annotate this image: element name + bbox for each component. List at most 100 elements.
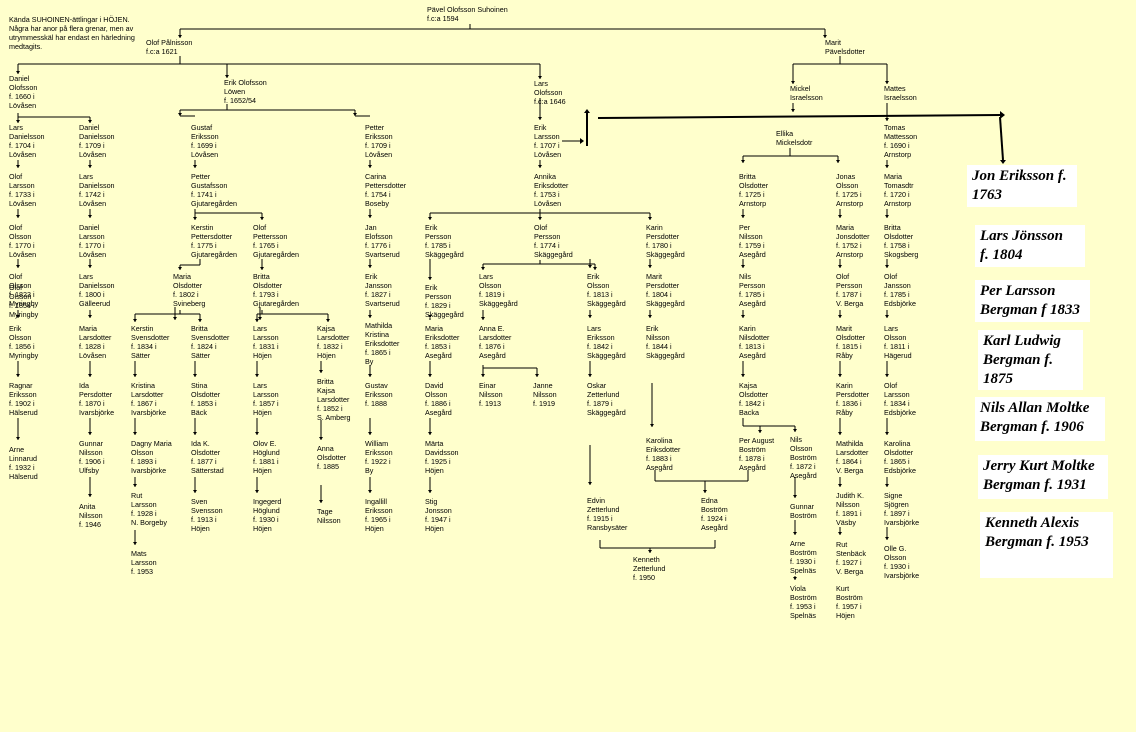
connector-arrow [88,432,92,435]
bergman-lars-jon: Lars Jönsson f. 1804 [980,228,1063,263]
person-erik-ols1813: Erik Olsson f. 1813 i Skäggegård [587,272,626,308]
person-kurt: Kurt Boström f. 1957 i Höjen [836,584,863,620]
connector-arrow [885,315,889,318]
bergman-jon: Jon Eriksson f. 1763 [972,168,1067,203]
connector-arrow [16,215,20,218]
person-per-august: Per August Boström f. 1878 i Asegård [739,436,775,472]
person-britta-sven: Britta Svensdotter f. 1824 i Sätter [191,324,230,360]
person-jan-elof: Jan Elofsson f. 1776 i Svartserud [365,223,400,259]
person-ellika: Ellika Mickelsdotr [776,129,813,147]
person-kajsa-lars1832: Kajsa Larsdotter f. 1832 i Höjen [317,324,350,360]
person-lars-lar1857: Lars Larsson f. 1857 i Höjen [253,381,279,417]
person-britta-ols1793: Britta Olsdotter f. 1793 i Gjutaregården [253,272,299,308]
connector-arrow [428,432,432,435]
person-karin-per1780: Karin Persdotter f. 1780 i Skäggegård [646,223,685,259]
connector-arrow [588,482,592,485]
person-gustav-erik: Gustav Eriksson f. 1888 [365,381,393,408]
connector-arrow [793,429,797,432]
person-ragnar: Ragnar Eriksson f. 1902 i Hälserud [9,381,38,417]
person-nils-bos: Nils Olsson Boström f. 1872 i Asegård [790,435,817,480]
connector-arrow [428,490,432,493]
person-petter-gus: Petter Gustafsson f. 1741 i Gjutaregårde… [191,172,237,208]
connector-arrow [793,495,797,498]
connector-arrow [1000,160,1006,164]
connector-arrow [885,118,889,121]
connector-arrow [885,265,889,268]
person-petter-erik: Petter Eriksson f. 1709 i Lövåsen [365,123,393,159]
person-per-nil1759: Per Nilsson f. 1759 i Asegård [739,223,766,259]
connector-arrow [838,215,842,218]
person-ida-k: Ida K. Olsdotter f. 1877 i Sätterstad [191,439,224,475]
person-tage: Tage Nilsson [317,507,341,525]
person-lars-dan1800: Lars Danielsson f. 1800 i Gälleerud [79,272,115,308]
person-lars-dan1742: Lars Danielsson f. 1742 i Lövåsen [79,172,115,208]
person-stina-ols: Stina Olsdotter f. 1853 i Bäck [191,381,221,417]
connector-arrow [326,319,330,322]
connector-arrow [193,432,197,435]
connector-arrow [741,160,745,163]
person-daniel-olof: Daniel Olofsson f. 1660 i Lövåsen [9,74,38,110]
person-kerstin-sven: Kerstin Svensdotter f. 1834 i Sätter [131,324,170,360]
connector-arrow [368,265,372,268]
connector-arrow [16,265,20,268]
person-mats: Mats Larsson f. 1953 [131,549,157,576]
person-karolina-erik: Karolina Eriksdotter f. 1883 i Asegård [646,436,681,472]
person-ida-per: Ida Persdotter f. 1870 i Ivarsbjörke [79,381,115,417]
person-marta: Märta Davidsson f. 1925 i Höjen [425,439,459,475]
chart-note: Kända SUHOINEN-ättlingar i HÖJEN. Några … [9,15,135,51]
bergman-jerry: Jerry Kurt Moltke Bergman f. 1931 [983,458,1095,493]
person-anna-lars1876: Anna E. Larsdotter f. 1876 i Asegård [479,324,512,360]
person-lars-ols1811: Lars Olsson f. 1811 i Hägerud [884,324,912,360]
person-janne: Janne Nilsson f. 1919 [533,381,557,408]
connector-arrow [885,165,889,168]
connector-arrow [88,215,92,218]
person-olof-pet: Olof Pettersson f. 1765 i Gjutaregården [253,223,299,259]
connector-arrow [481,267,485,270]
connector-arrow [481,317,485,320]
connector-arrow [428,277,432,280]
person-erik-ols1856: Erik Olsson f. 1856 i Myringby [9,324,39,360]
person-olof-ols1770: Olof Olsson f. 1770 i Lövåsen [9,223,37,259]
connector-arrow [428,374,432,377]
person-olov-e: Olov E. Höglund f. 1881 i Höjen [253,439,280,475]
connector-arrow [255,319,259,322]
connector-arrow [368,374,372,377]
connector-arrow [193,374,197,377]
person-tomas: Tomas Mattesson f. 1690 i Arnstorp [884,123,918,159]
connector-arrow [133,374,137,377]
connector-arrow [584,109,590,113]
person-edna: Edna Boström f. 1924 i Asegård [701,496,728,532]
connector-arrow [88,494,92,497]
person-olof-jan1785: Olof Jansson f. 1785 i Edsbjörke [884,272,916,308]
connector-arrow [353,113,357,116]
connector-arrow [16,374,20,377]
connector-arrow [16,437,20,440]
person-erik-per1829: Erik Persson f. 1829 i Skäggegård [425,283,464,319]
connector-arrow [885,484,889,487]
person-erik-jan1827: Erik Jansson f. 1827 i Svartserud [365,272,400,308]
person-mathilda-lars: Mathilda Larsdotter f. 1864 i V. Berga [836,439,869,475]
bergman-box-kenneth-alexis [980,512,1113,578]
connector-arrow [178,113,182,116]
connector-arrow [133,432,137,435]
person-anita: Anita Nilsson f. 1946 [79,502,103,529]
connector-arrow [319,370,323,373]
connector-arrow [368,315,372,318]
person-olof-lars1733: Olof Larsson f. 1733 i Lövåsen [9,172,37,208]
person-gustaf-erik: Gustaf Eriksson f. 1699 i Lövåsen [191,123,219,159]
connector-arrow [838,315,842,318]
person-nils-per1785: Nils Persson f. 1785 i Asegård [739,272,766,308]
person-olof-ols1823: Olof Olsson f. 1823 i Myringby [9,272,39,308]
connector-arrow [368,215,372,218]
person-stig: Stig Jonsson f. 1947 i Höjen [425,497,452,533]
connector-arrow [255,432,259,435]
connector-arrow [225,75,229,78]
bergman-box-karl [978,330,1083,390]
connector-arrow [133,542,137,545]
bergman-box-nils-allan [975,397,1105,441]
person-annika: Annika Eriksdotter f. 1753 i Lövåsen [534,172,569,208]
person-erik-per1785: Erik Persson f. 1785 i Skäggegård [425,223,464,259]
connector-arrow [741,265,745,268]
connector-arrow [741,374,745,377]
